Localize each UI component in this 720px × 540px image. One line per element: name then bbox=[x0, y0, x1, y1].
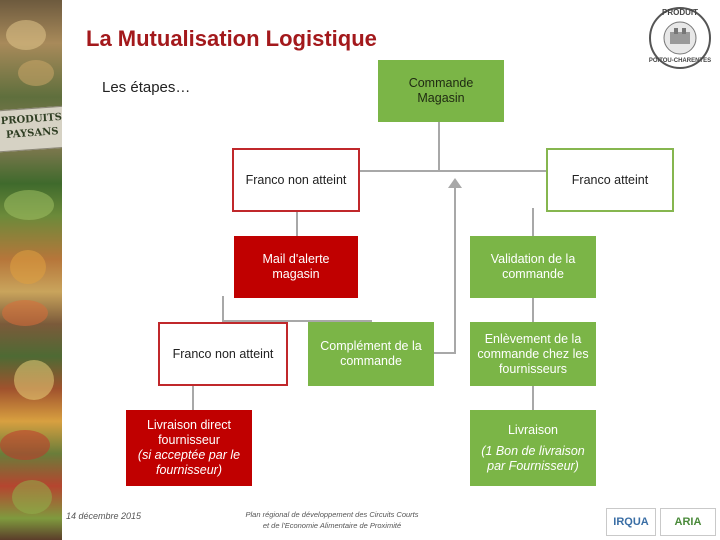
logo-bottom-text: POITOU-CHARENTES bbox=[648, 58, 712, 64]
livraison-direct-line4: fournisseur) bbox=[156, 463, 222, 477]
livraison-line1: Livraison bbox=[507, 422, 559, 437]
produit-poitou-charentes-logo: PRODUIT POITOU-CHARENTES bbox=[640, 4, 716, 72]
livraison-line3: par Fournisseur) bbox=[487, 458, 579, 473]
connector-alert-left bbox=[222, 296, 224, 322]
node-livraison: Livraison (1 Bon de livraison par Fourni… bbox=[470, 410, 596, 486]
node-livraison-direct: Livraison direct fournisseur (si accepté… bbox=[126, 410, 252, 486]
logo-top-text: PRODUIT bbox=[662, 8, 698, 17]
connector-right-down-1 bbox=[532, 208, 534, 240]
footer-date: 14 décembre 2015 bbox=[66, 511, 142, 521]
partner-logo-aria: ARIA bbox=[660, 508, 716, 536]
connector-left-down bbox=[296, 208, 298, 238]
node-complement-commande: Complément de la commande bbox=[308, 322, 434, 386]
page-subtitle: Les étapes… bbox=[102, 79, 191, 96]
page-title: La Mutualisation Logistique bbox=[86, 26, 377, 51]
node-franco-atteint: Franco atteint bbox=[546, 148, 674, 212]
node-validation-commande: Validation de la commande bbox=[470, 236, 596, 298]
connector-root-horizontal bbox=[358, 170, 548, 172]
footer-program: Plan régional de développement des Circu… bbox=[222, 509, 442, 531]
node-franco-non-atteint: Franco non atteint bbox=[232, 148, 360, 212]
livraison-line2: (1 Bon de livraison bbox=[481, 443, 585, 458]
arrow-up-icon bbox=[448, 178, 462, 188]
partner-logo-irqua: IRQUA bbox=[606, 508, 656, 536]
connector-right-down-2 bbox=[532, 298, 534, 322]
footer-program-line2: et de l'Economie Alimentaire de Proximit… bbox=[262, 521, 402, 530]
connector-return-up bbox=[454, 186, 456, 354]
footer-program-line1: Plan régional de développement des Circu… bbox=[245, 510, 419, 519]
node-franco-non-atteint-2: Franco non atteint bbox=[158, 322, 288, 386]
sidebar-photo-strip: PRODUITS PAYSANS bbox=[0, 0, 62, 540]
connector-complement-return bbox=[432, 352, 456, 354]
sign-text: PRODUITS PAYSANS bbox=[0, 111, 62, 141]
livraison-direct-line3: (si acceptée par le bbox=[137, 448, 241, 462]
connector-right-down-3 bbox=[532, 386, 534, 410]
connector-sub-left-down bbox=[192, 384, 194, 410]
livraison-direct-line2: fournisseur bbox=[158, 433, 220, 447]
sign-board: PRODUITS PAYSANS bbox=[0, 105, 62, 153]
node-commande-magasin: Commande Magasin bbox=[378, 60, 504, 122]
livraison-direct-line1: Livraison direct bbox=[146, 418, 232, 432]
node-mail-alerte: Mail d'alerte magasin bbox=[234, 236, 358, 298]
node-enlevement-commande: Enlèvement de la commande chez les fourn… bbox=[470, 322, 596, 386]
connector-alert-split bbox=[222, 320, 372, 322]
connector-root-down bbox=[438, 120, 440, 172]
